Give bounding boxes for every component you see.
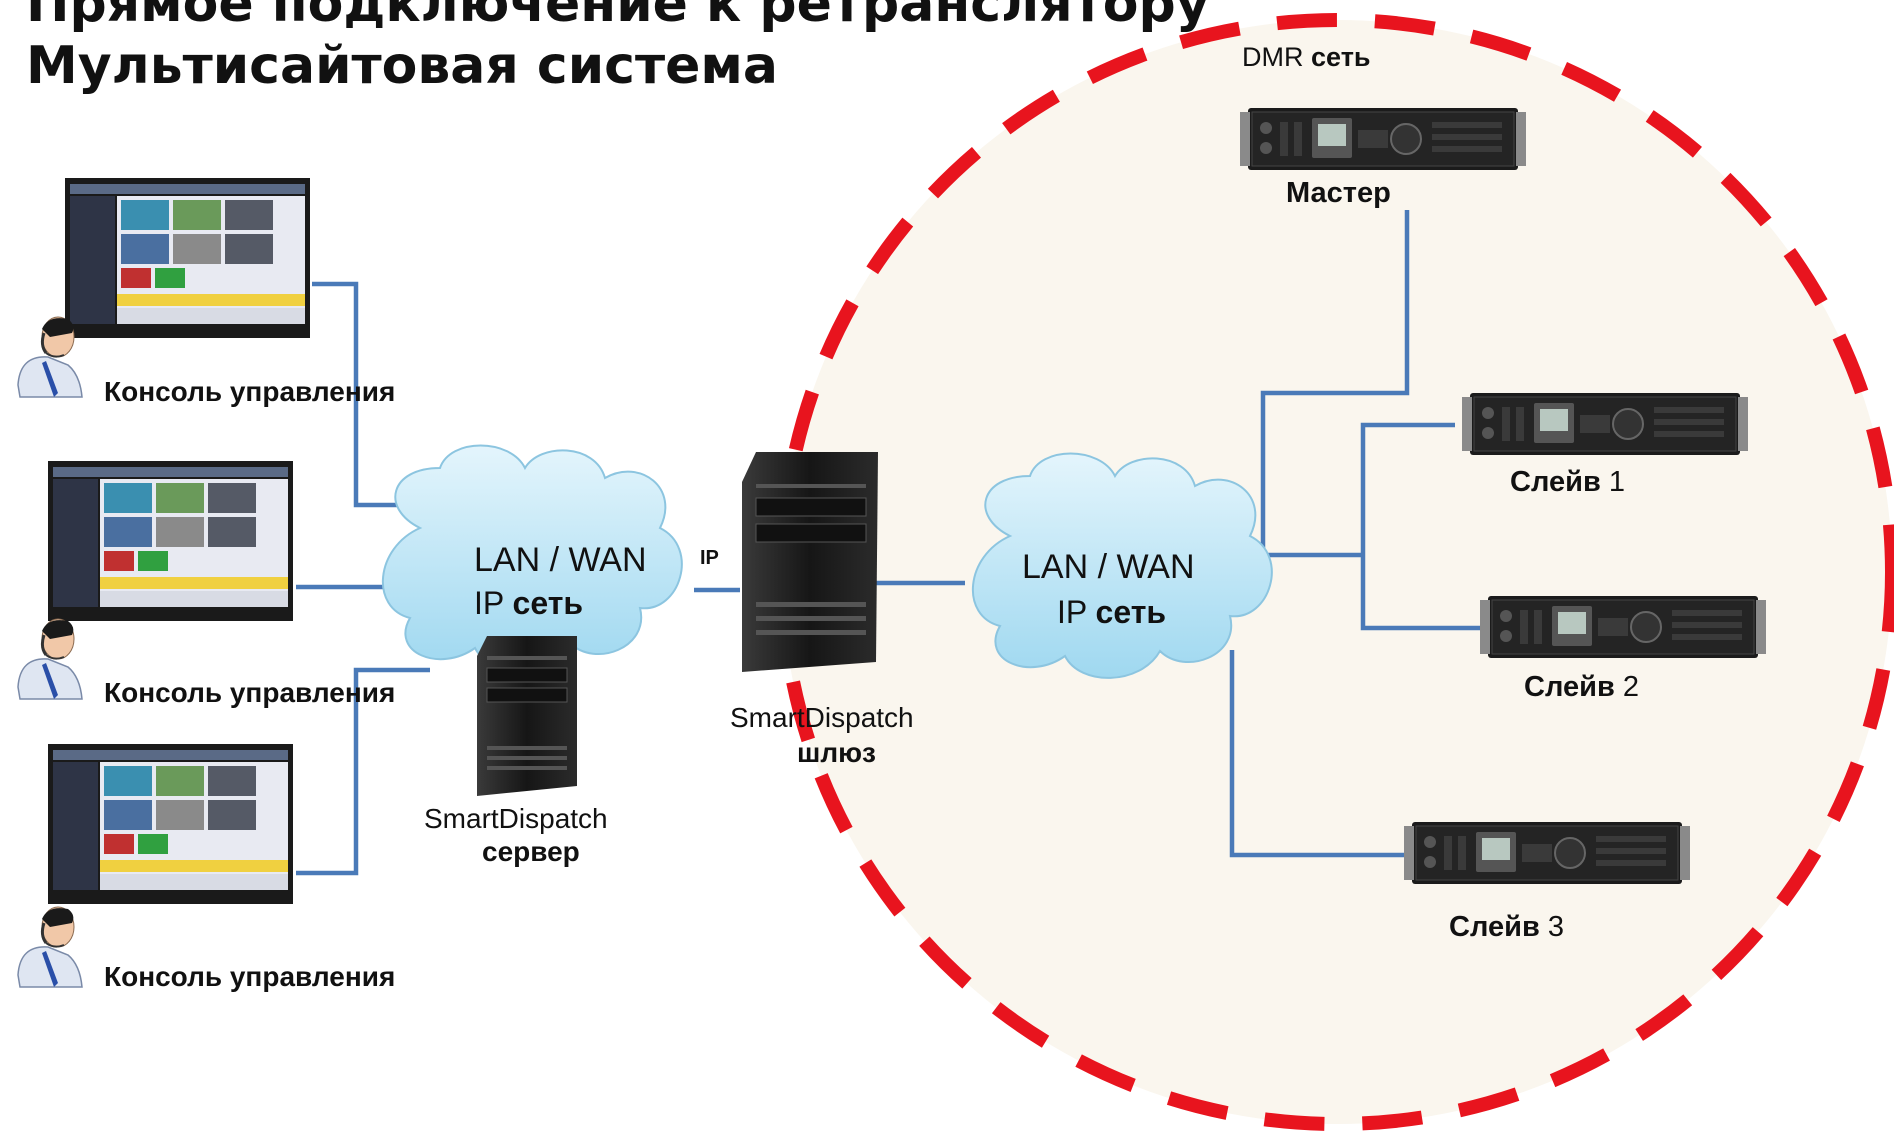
console-screen-2 bbox=[48, 461, 293, 621]
link-slave-1 bbox=[1360, 422, 1495, 631]
operator-avatar-3 bbox=[16, 905, 84, 989]
server-tower-icon bbox=[477, 636, 577, 796]
operator-avatar-2 bbox=[16, 617, 84, 701]
link-console-3 bbox=[296, 667, 430, 876]
connection-lines bbox=[296, 210, 1495, 876]
repeater-slave-1-icon bbox=[1461, 392, 1749, 456]
link-slave-3 bbox=[1229, 650, 1405, 858]
cloud-right-ip: IP bbox=[1057, 594, 1087, 630]
cloud-right-shape bbox=[971, 452, 1273, 679]
dmr-network-label: DMR сеть bbox=[1242, 42, 1371, 73]
link-master bbox=[1260, 210, 1410, 560]
cloud-right-net: сеть bbox=[1095, 594, 1167, 630]
repeater-slave-3-name: Слейв bbox=[1449, 911, 1540, 943]
page-title: Прямое подключение к ретранслятору bbox=[26, 0, 1210, 34]
console-label-2: Консоль управления bbox=[104, 677, 396, 708]
repeater-slave-2-icon bbox=[1479, 595, 1767, 659]
operator-avatar-1 bbox=[16, 315, 84, 399]
cloud-left-shape bbox=[381, 444, 683, 671]
repeater-slave-3-label: Слейв 3 bbox=[1449, 911, 1564, 944]
repeater-slave-2-name: Слейв bbox=[1524, 671, 1615, 703]
console-label-1: Консоль управления bbox=[104, 376, 396, 407]
cloud-left-title: LAN / WAN bbox=[474, 541, 647, 579]
repeater-slave-3-num: 3 bbox=[1547, 911, 1564, 943]
gateway-label-line2: шлюз bbox=[797, 737, 876, 768]
cloud-right-title: LAN / WAN bbox=[1022, 548, 1195, 586]
repeater-slave-1-name: Слейв bbox=[1510, 466, 1601, 498]
cloud-left-ip: IP bbox=[474, 585, 504, 621]
repeater-slave-3-icon bbox=[1403, 821, 1691, 885]
gateway-label-line1: SmartDispatch bbox=[730, 702, 914, 733]
cloud-left-subtitle: IP сеть bbox=[474, 585, 583, 622]
repeater-master-icon bbox=[1239, 107, 1527, 171]
repeater-slave-2-label: Слейв 2 bbox=[1524, 671, 1639, 704]
console-label-3: Консоль управления bbox=[104, 961, 396, 992]
page-subtitle: Мультисайтовая система bbox=[26, 36, 778, 96]
console-screen-1 bbox=[65, 178, 310, 338]
repeater-slave-1-label: Слейв 1 bbox=[1510, 466, 1625, 499]
cloud-right-subtitle: IP сеть bbox=[1057, 594, 1166, 631]
cloud-left-net: сеть bbox=[512, 585, 584, 621]
repeater-master-label: Мастер bbox=[1286, 177, 1391, 209]
repeater-slave-2-num: 2 bbox=[1622, 671, 1639, 703]
server-label-line2: сервер bbox=[482, 836, 580, 867]
gateway-tower-icon bbox=[742, 452, 878, 672]
repeater-slave-1-num: 1 bbox=[1608, 466, 1625, 498]
dmr-network-prefix: DMR bbox=[1242, 42, 1304, 72]
server-label-line1: SmartDispatch bbox=[424, 803, 608, 834]
link-console-1 bbox=[312, 281, 430, 508]
dmr-network-word: сеть bbox=[1311, 42, 1371, 72]
ip-link-label: IP bbox=[700, 547, 719, 569]
console-screen-3 bbox=[48, 744, 293, 904]
